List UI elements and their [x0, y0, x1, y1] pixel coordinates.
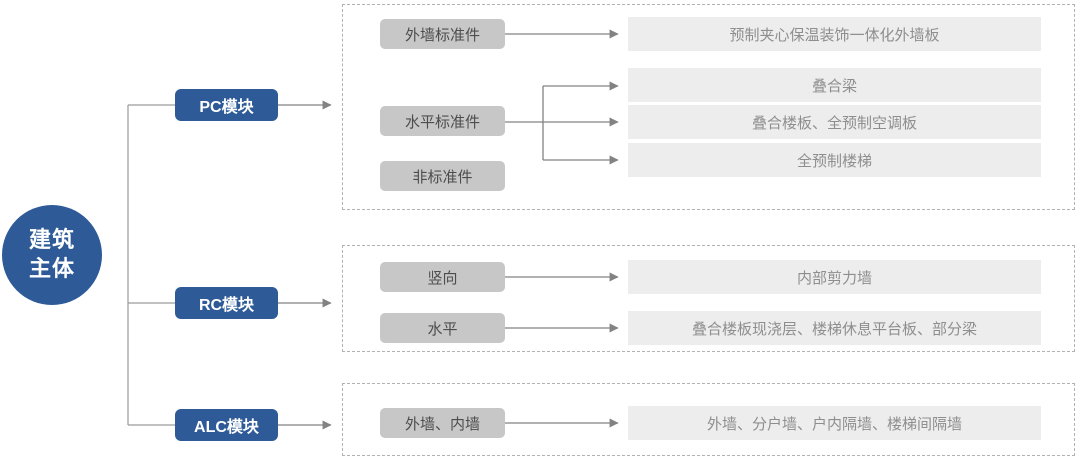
- group-container-pc: [342, 4, 1075, 210]
- root-node-label-line2: 主体: [28, 256, 75, 281]
- module-node-alc-label: ALC模块: [194, 419, 259, 436]
- outcome-box-shear-wall: 内部剪力墙: [628, 260, 1041, 294]
- outcome-partition-walls-label: 外墙、分户墙、户内隔墙、楼梯间隔墙: [706, 415, 962, 433]
- outcome-arrows: [505, 29, 619, 428]
- label-vertical: 竖向: [427, 269, 458, 287]
- trunk-lines: [127, 104, 175, 426]
- label-box-exterior-interior-walls: 外墙、内墙: [380, 408, 505, 438]
- outcome-box-composite-beam: 叠合梁: [628, 68, 1041, 102]
- outcome-castinplace-layer-label: 叠合楼板现浇层、楼梯休息平台板、部分梁: [691, 320, 977, 338]
- outcome-precast-stairs-label: 全预制楼梯: [796, 152, 872, 170]
- label-box-non-standard: 非标准件: [380, 161, 505, 191]
- outcome-composite-floor-ac-panel-label: 叠合楼板、全预制空调板: [751, 114, 917, 132]
- outcome-box-sandwich-wall-panel: 预制夹心保温装饰一体化外墙板: [628, 17, 1041, 51]
- module-node-rc-label: RC模块: [198, 297, 255, 314]
- module-node-pc-label: PC模块: [199, 99, 254, 116]
- label-box-horizontal-standard: 水平标准件: [380, 106, 505, 136]
- label-horizontal: 水平: [427, 320, 458, 338]
- module-node-rc: RC模块: [175, 287, 278, 319]
- label-exterior-interior-walls: 外墙、内墙: [404, 415, 480, 433]
- group-container-rc: [342, 245, 1075, 352]
- root-node-building-body: 建筑 主体: [2, 205, 102, 305]
- root-node-label-line1: 建筑: [28, 227, 75, 253]
- module-node-alc: ALC模块: [175, 409, 278, 441]
- label-non-standard: 非标准件: [412, 168, 473, 186]
- label-box-exterior-wall-standard: 外墙标准件: [380, 19, 505, 49]
- outcome-box-castinplace-layer: 叠合楼板现浇层、楼梯休息平台板、部分梁: [628, 311, 1041, 345]
- label-horizontal-standard: 水平标准件: [404, 113, 480, 131]
- outcome-sandwich-wall-panel-label: 预制夹心保温装饰一体化外墙板: [729, 26, 940, 44]
- module-node-pc: PC模块: [175, 89, 278, 121]
- module-arrows: [278, 100, 332, 430]
- outcome-shear-wall-label: 内部剪力墙: [796, 269, 872, 287]
- outcome-composite-beam-label: 叠合梁: [811, 77, 857, 95]
- label-exterior-wall-standard: 外墙标准件: [404, 26, 480, 44]
- label-box-vertical: 竖向: [380, 262, 505, 292]
- outcome-box-composite-floor-ac-panel: 叠合楼板、全预制空调板: [628, 105, 1041, 139]
- outcome-box-precast-stairs: 全预制楼梯: [628, 143, 1041, 177]
- group-container-alc: [342, 383, 1075, 456]
- label-box-horizontal: 水平: [380, 313, 505, 343]
- outcome-box-partition-walls: 外墙、分户墙、户内隔墙、楼梯间隔墙: [628, 406, 1041, 440]
